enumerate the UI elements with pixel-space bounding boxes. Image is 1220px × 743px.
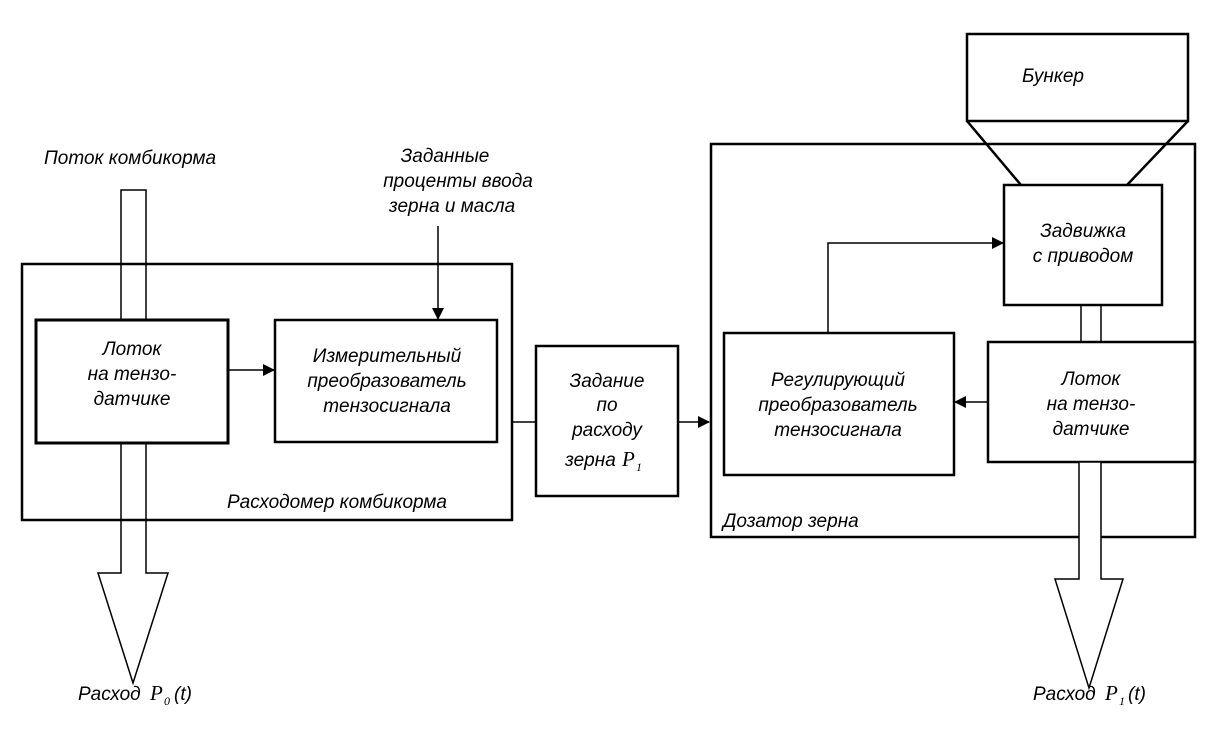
output-left-sub: 0 (164, 694, 170, 708)
tray-right-label-line1: Лоток (1060, 369, 1122, 390)
tray-left-label-line2: на тензо- (88, 364, 177, 385)
output-left-arg: (t) (174, 684, 192, 705)
grain-output-arrow (1053, 461, 1125, 691)
arrow-regulator-to-gate (827, 237, 1004, 333)
task-symbol-sub: 1 (636, 460, 642, 474)
output-left-label: Расход (78, 684, 141, 705)
measuring-converter-label-line2: преобразователь (307, 371, 466, 392)
task-symbol-P: P (621, 447, 635, 471)
measuring-converter-label-line3: тензосигнала (323, 396, 451, 417)
output-right-sub: 1 (1119, 694, 1125, 708)
grain-task-box (534, 344, 680, 498)
measuring-converter-box (273, 318, 499, 444)
output-right-symbol: P (1104, 681, 1118, 705)
setpoints-label-line3: зерна и масла (388, 196, 515, 217)
tray-right-label-line3: датчике (1053, 419, 1130, 440)
output-left-symbol: P (149, 681, 163, 705)
gate-box (1002, 183, 1164, 307)
flowmeter-label: Расходомер комбикорма (227, 492, 447, 513)
task-label-line4: зерна (564, 450, 616, 471)
doser-frame (709, 142, 1197, 539)
flowmeter-frame (20, 262, 514, 522)
bunker-label: Бункер (1022, 66, 1084, 87)
regulating-converter-label-line1: Регулирующий (771, 370, 905, 391)
bunker-box (965, 32, 1190, 123)
gate-label-line1: Задвижка (1040, 221, 1126, 242)
setpoints-label-line1: Заданные (401, 146, 490, 167)
task-label-line3: расходу (571, 420, 643, 441)
output-right-arg: (t) (1128, 684, 1146, 705)
tray-left-box (34, 318, 230, 445)
setpoints-label-line2: проценты ввода (383, 171, 533, 192)
task-label-line1: Задание (570, 371, 645, 392)
task-label-line2: по (596, 395, 617, 416)
doser-label: Дозатор зерна (721, 511, 859, 532)
output-right-label: Расход (1033, 684, 1096, 705)
bunker-funnel (966, 120, 1189, 186)
grain-pipe (1080, 305, 1102, 342)
regulating-converter-label-line2: преобразователь (758, 395, 917, 416)
measuring-converter-label-line1: Измерительный (313, 346, 462, 367)
tray-left-label-line3: датчике (94, 389, 171, 410)
gate-label-line2: с приводом (1033, 246, 1134, 267)
tray-left-label-line1: Лоток (101, 339, 163, 360)
tray-right-label-line2: на тензо- (1047, 394, 1136, 415)
feed-flow-label: Поток комбикорма (44, 148, 216, 169)
regulating-converter-label-line3: тензосигнала (774, 420, 902, 441)
